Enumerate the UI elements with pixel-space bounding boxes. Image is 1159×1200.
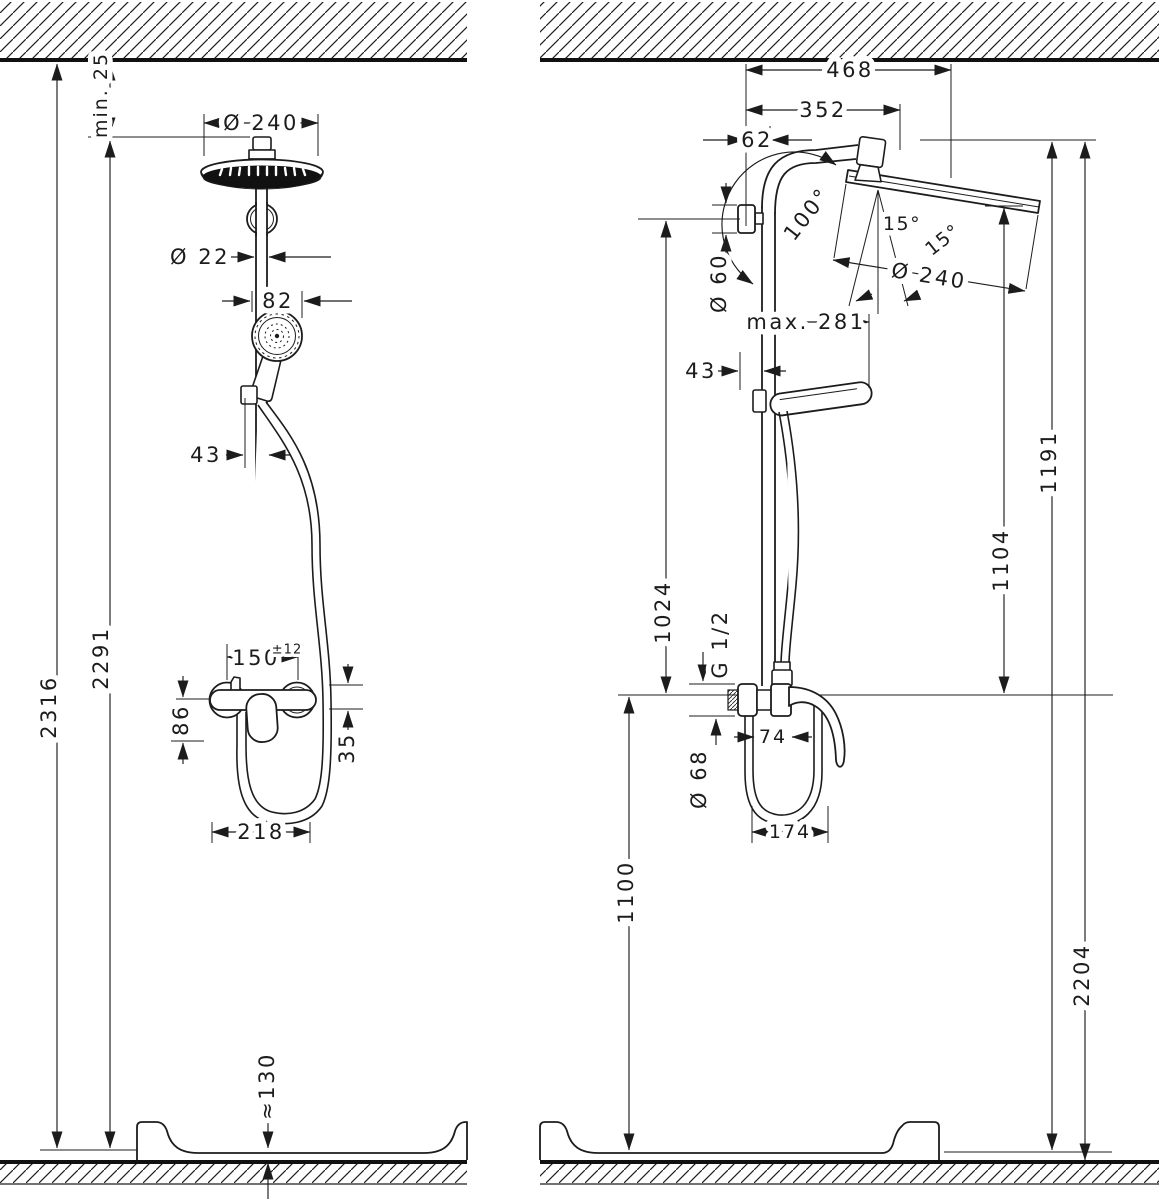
dim-label-d68: Ø 68	[687, 749, 711, 809]
dim-label-150: 150	[232, 646, 280, 670]
dim-tilt-angles: 15° 15°	[877, 208, 970, 266]
shower-tray-side	[539, 1121, 940, 1160]
overhead-shower-front	[200, 136, 324, 190]
dim-mixer-escutcheon-diameter: Ø 68	[682, 715, 735, 814]
dim-label-468: 468	[826, 58, 874, 82]
dim-total-height-front: 2316	[32, 63, 67, 1149]
dim-label-15a: 15°	[883, 213, 921, 235]
wall-holder-ring	[246, 202, 278, 236]
dim-label-1100: 1100	[614, 860, 638, 923]
shower-hose-side	[744, 410, 823, 825]
dim-bar-height: 1024	[638, 218, 740, 694]
slide-bar-holder	[240, 385, 258, 405]
dim-label-min25: min. 25	[90, 52, 112, 138]
dim-label-35: 35	[335, 732, 359, 764]
dim-height-to-head: 2291	[84, 140, 119, 1149]
mixer-side	[727, 683, 846, 768]
dim-handshower-width: 82	[222, 284, 352, 319]
dim-label-2316: 2316	[37, 675, 61, 738]
dim-bracket-diameter: Ø 60	[702, 183, 737, 318]
overhead-shower-side	[845, 135, 1041, 214]
dim-label-174: 174	[769, 821, 811, 843]
dim-label-43-side: 43	[685, 359, 717, 383]
dim-total-reach: 468	[745, 53, 952, 226]
dim-label-max281: max. 281	[746, 310, 865, 334]
dim-label-d22: Ø 22	[170, 245, 230, 269]
dim-mixer-height: 1100	[609, 696, 644, 1151]
shower-hose-front	[236, 401, 333, 825]
ceiling-hatch-right	[540, 2, 1159, 62]
dim-label-82: 82	[262, 289, 294, 313]
dim-hose-loop-width: 218	[211, 815, 311, 850]
dim-tray-height: ≈130	[250, 1047, 285, 1199]
dim-escutcheon-height: 35	[329, 664, 365, 769]
dim-label-d60: Ø 60	[707, 253, 731, 313]
mixer-lever-side	[788, 686, 846, 768]
side-view: 468 352 62 100° 15° 15° Ø 240	[539, 53, 1113, 1161]
dim-label-218: 218	[237, 820, 285, 844]
dim-label-62: 62	[741, 128, 773, 152]
dim-label-d240-side: Ø 240	[890, 258, 969, 294]
mixer-lever-front	[245, 693, 279, 743]
head-connector	[854, 135, 887, 183]
dim-label-2204: 2204	[1070, 943, 1094, 1006]
dim-label-86: 86	[169, 704, 193, 736]
dim-max-reach: max. 281	[741, 305, 870, 388]
wall-bracket-side	[737, 204, 764, 234]
dim-head-diameter-front: Ø 240	[203, 106, 319, 156]
threaded-nipple	[727, 689, 739, 711]
floor-hatch-right	[540, 1160, 1159, 1185]
dim-head-top-height: 1191	[920, 139, 1096, 1151]
dim-label-d240-front: Ø 240	[223, 111, 299, 135]
dim-label-1024: 1024	[651, 580, 675, 643]
ceiling-hatch-left	[0, 2, 467, 62]
dim-label-tray-130: ≈130	[255, 1052, 279, 1120]
dim-label-1191: 1191	[1037, 430, 1061, 493]
hand-shower-side	[752, 381, 873, 417]
hand-shower-front	[240, 310, 303, 405]
dim-label-15b: 15°	[921, 220, 965, 261]
dim-thread-size: G 1/2	[689, 604, 738, 685]
dim-label-2291: 2291	[89, 626, 113, 689]
dim-wall-clearance-side: 43	[680, 352, 786, 390]
dim-arm-reach: 352	[745, 93, 901, 150]
front-view: 2316 2291 min. 25 Ø 240 Ø 22 82	[32, 46, 468, 1199]
dim-head-face-height: 1104	[984, 205, 1023, 694]
tilt-angle-lines	[848, 189, 922, 314]
dim-label-352: 352	[799, 98, 847, 122]
dim-pipe-diameter: Ø 22	[165, 240, 331, 275]
dim-pipe-wall-offset: 62	[703, 123, 812, 158]
dim-label-g12: G 1/2	[708, 609, 732, 678]
dim-below-mixer: 86	[164, 676, 209, 764]
dim-label-150-tolerance: ±12	[272, 643, 302, 658]
dim-total-height-side: 2204	[1065, 141, 1100, 1161]
dim-label-1104: 1104	[989, 528, 1013, 591]
dim-label-74: 74	[759, 726, 787, 748]
mixer-escutcheon-side	[737, 683, 758, 717]
dim-mixer-centers: 150 ±12	[226, 639, 305, 680]
dim-label-43-front: 43	[190, 443, 222, 467]
floor-hatch-left	[0, 1160, 467, 1185]
dim-holder-offset-front: 43	[185, 398, 290, 473]
shower-tray-front	[136, 1121, 468, 1160]
spray-nozzles	[218, 165, 307, 177]
mixer-front	[208, 676, 317, 743]
